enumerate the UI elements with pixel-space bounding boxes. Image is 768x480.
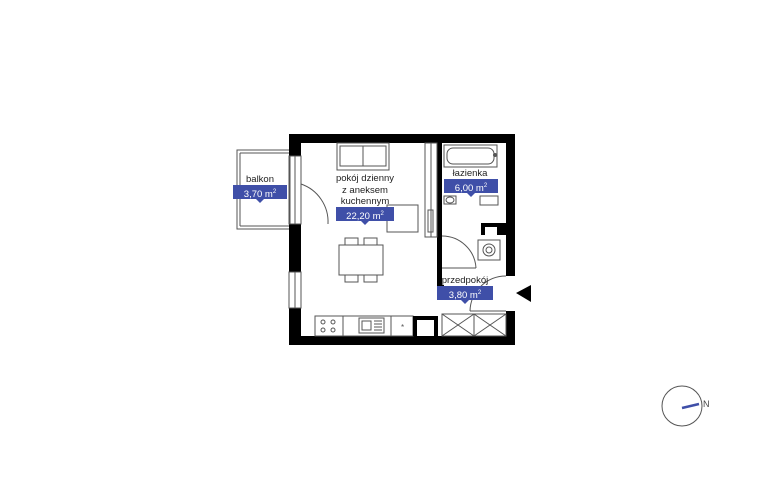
entrance-arrow-icon: [516, 285, 531, 302]
balkon-area-unit: 2: [272, 189, 277, 195]
living-room-label-line1: pokój dzienny: [335, 173, 395, 184]
bathroom-partition: [481, 223, 507, 235]
windows: [288, 155, 302, 309]
dining-table: [338, 237, 384, 283]
svg-text:*: *: [401, 323, 404, 332]
living-room-label-line2: z aneksem: [342, 185, 388, 196]
compass-north-letter: N: [703, 399, 710, 409]
hallway-area-tag: 3,80 m2: [437, 286, 493, 304]
bathroom-area-tag: 6,00 m2: [444, 179, 498, 197]
bathtub: [443, 144, 498, 168]
hallway-area-unit: 2: [477, 290, 482, 296]
living-room-area-unit: 2: [380, 211, 384, 217]
washing-machine: [477, 239, 501, 261]
washbasin: [479, 195, 499, 206]
living-room-label-line3: kuchennym: [340, 196, 390, 207]
living-room-area-tag: 22,20 m2: [336, 207, 394, 225]
bathroom-area-value: 6,00 m: [454, 183, 484, 194]
hallway-closet: [441, 313, 507, 337]
fridge: [413, 316, 438, 336]
balkon-area-value: 3,70 m: [243, 189, 273, 200]
balcony-door: [300, 183, 329, 225]
sofa: [336, 142, 390, 171]
kitchen-counter: *: [314, 315, 414, 337]
living-room-area-value: 22,20 m: [346, 211, 381, 222]
hallway-area-value: 3,80 m: [448, 290, 478, 301]
bathroom-label: łazienka: [452, 168, 488, 179]
balkon-label: balkon: [246, 174, 274, 185]
toilet: [443, 195, 457, 205]
wardrobe: [424, 142, 438, 238]
balkon-area-tag: 3,70 m2: [233, 185, 287, 203]
hallway-label: przedpokój: [441, 275, 489, 286]
compass-icon: [661, 385, 703, 427]
bathroom-door: [441, 235, 477, 269]
bathroom-area-unit: 2: [483, 183, 488, 189]
outer-walls: [289, 134, 515, 345]
